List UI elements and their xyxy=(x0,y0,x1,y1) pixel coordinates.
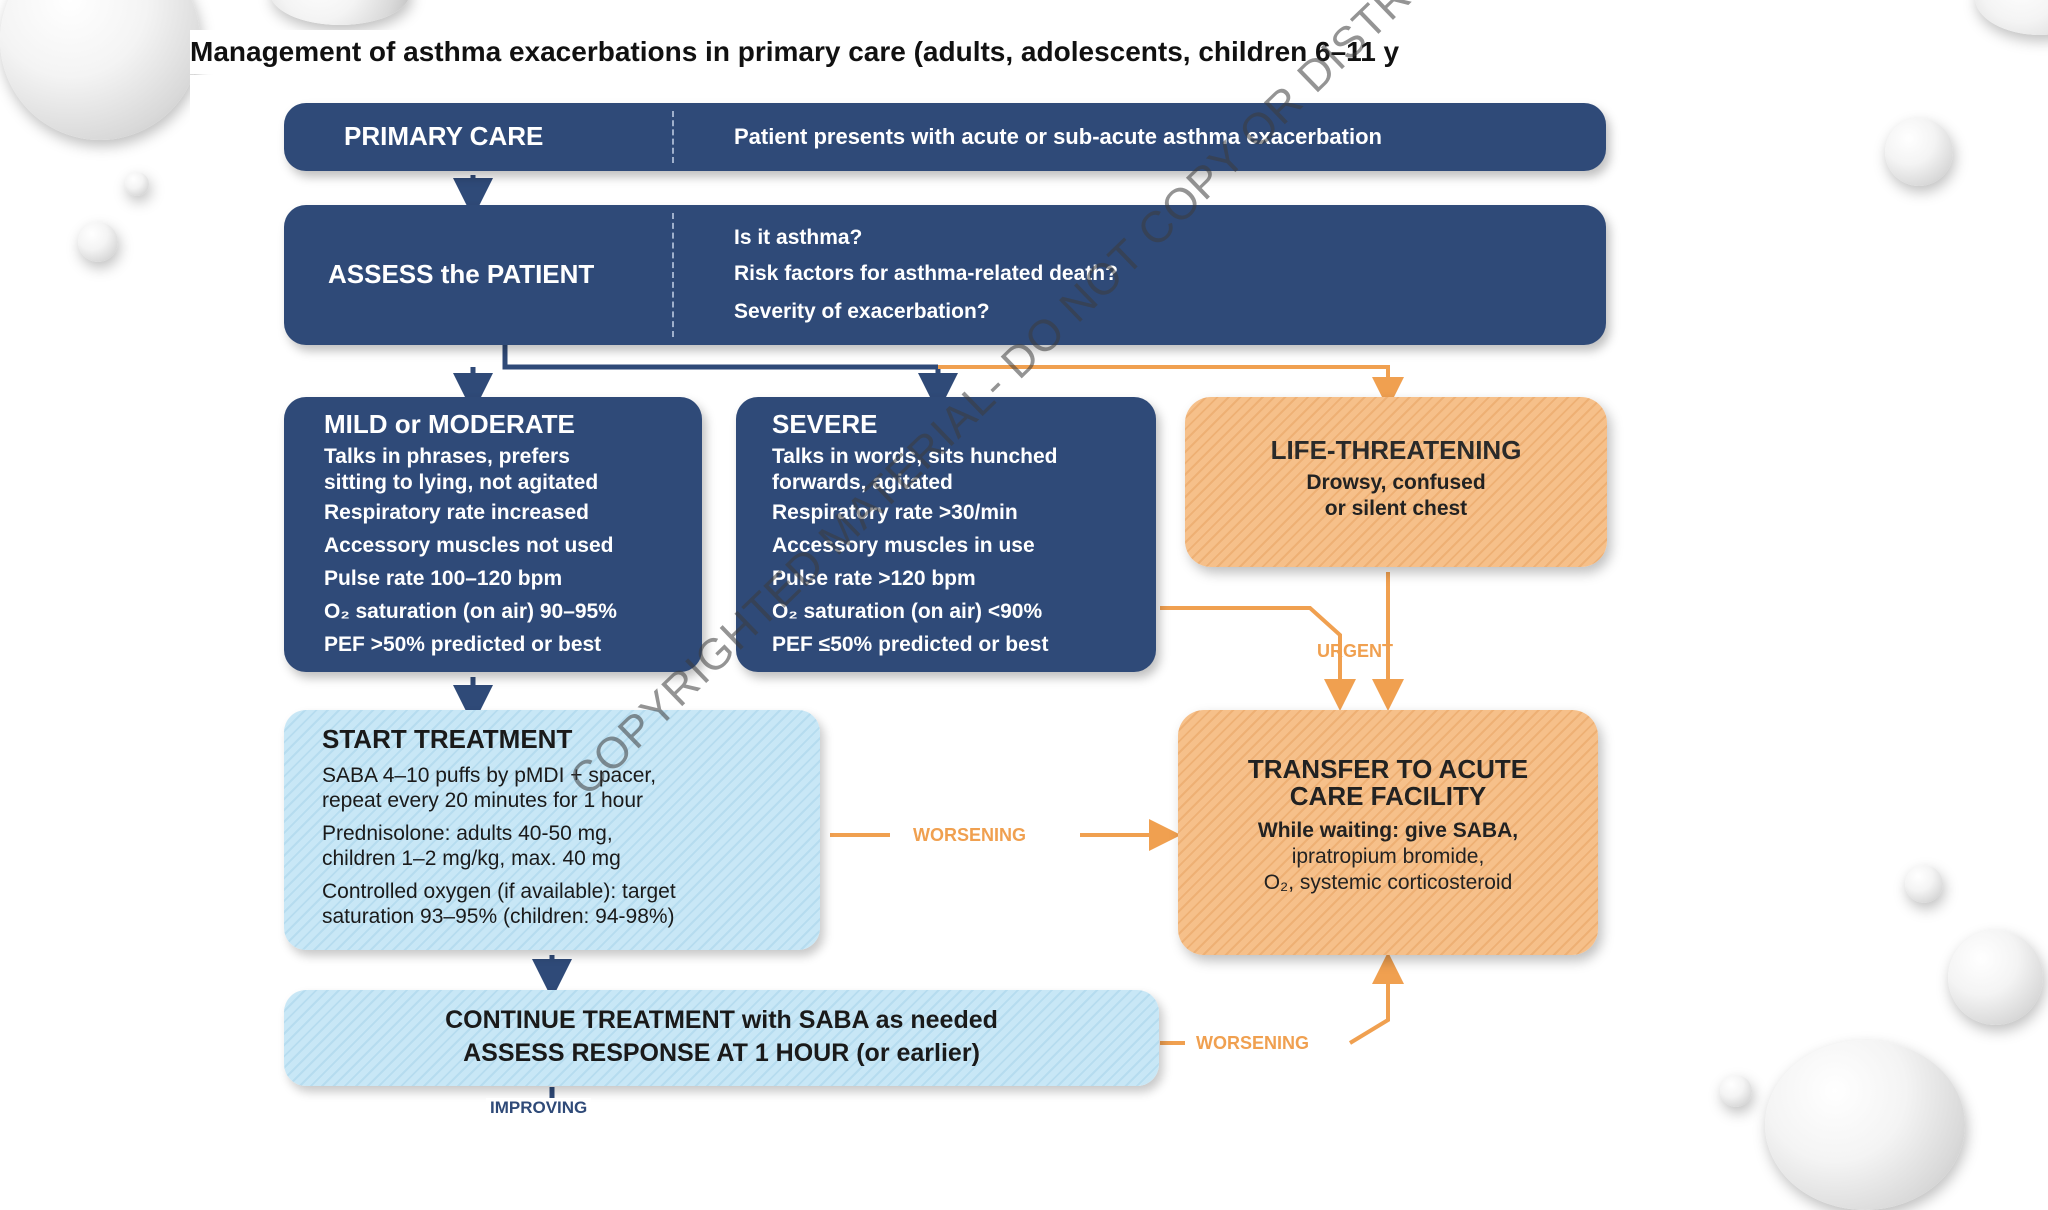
water-drop-decoration xyxy=(1905,865,1943,903)
assess-question: Risk factors for asthma-related death? xyxy=(734,262,1118,285)
assess-box: ASSESS the PATIENT Is it asthma? Risk fa… xyxy=(284,205,1606,345)
severe-line: Talks in words, sits hunched xyxy=(772,445,1058,468)
severe-line: PEF ≤50% predicted or best xyxy=(772,633,1049,656)
primary-care-divider xyxy=(672,111,674,163)
transfer-line: O₂, systemic corticosteroid xyxy=(1263,871,1513,894)
start-line: Prednisolone: adults 40-50 mg, xyxy=(322,822,613,845)
water-drop-decoration xyxy=(0,0,200,140)
continue-line: CONTINUE TREATMENT with SABA as needed xyxy=(445,1006,998,1034)
water-drop-decoration xyxy=(1975,0,2048,35)
continue-line: ASSESS RESPONSE AT 1 HOUR (or earlier) xyxy=(463,1039,980,1067)
start-line: repeat every 20 minutes for 1 hour xyxy=(322,789,644,812)
severe-line: Accessory muscles in use xyxy=(772,534,1035,557)
mild-line: Accessory muscles not used xyxy=(324,534,614,557)
water-drop-decoration xyxy=(1885,118,1953,186)
assess-question: Severity of exacerbation? xyxy=(734,300,990,323)
life-threatening-title: LIFE-THREATENING xyxy=(1270,435,1522,465)
arrow-continue-worsening-b xyxy=(1348,952,1404,1045)
worsening-label: WORSENING xyxy=(1196,1033,1310,1053)
severe-line: O₂ saturation (on air) <90% xyxy=(772,600,1043,623)
mild-line: Talks in phrases, prefers xyxy=(324,445,570,468)
continue-treatment-box: CONTINUE TREATMENT with SABA as needed A… xyxy=(284,990,1159,1086)
transfer-title: TRANSFER TO ACUTE xyxy=(1247,754,1529,784)
mild-moderate-title: MILD or MODERATE xyxy=(324,409,575,439)
transfer-line: ipratropium bromide, xyxy=(1291,845,1485,868)
start-treatment-box: START TREATMENT SABA 4–10 puffs by pMDI … xyxy=(284,710,820,950)
mild-moderate-box: MILD or MODERATE Talks in phrases, prefe… xyxy=(284,397,702,672)
assess-divider xyxy=(672,213,674,337)
water-drop-decoration xyxy=(1765,1040,1965,1210)
arrow-to-life-threatening xyxy=(938,365,1404,409)
mild-line: Respiratory rate increased xyxy=(324,501,589,524)
water-drop-decoration xyxy=(1720,1075,1752,1107)
assess-label: ASSESS the PATIENT xyxy=(328,259,595,289)
flowchart: PRIMARY CARE Patient presents with acute… xyxy=(190,75,1670,1135)
life-threatening-box: LIFE-THREATENING Drowsy, confused or sil… xyxy=(1185,397,1607,567)
urgent-label: URGENT xyxy=(1317,641,1393,661)
start-line: SABA 4–10 puffs by pMDI + spacer, xyxy=(322,764,657,787)
primary-care-box: PRIMARY CARE Patient presents with acute… xyxy=(284,103,1606,171)
severe-title: SEVERE xyxy=(772,409,878,439)
severe-line: Respiratory rate >30/min xyxy=(772,501,1018,524)
worsening-label: WORSENING xyxy=(913,825,1027,845)
transfer-line: While waiting: give SABA, xyxy=(1257,819,1519,842)
severe-line: forwards, agitated xyxy=(772,471,953,494)
water-drop-decoration xyxy=(125,172,149,196)
primary-care-text: Patient presents with acute or sub-acute… xyxy=(734,124,1382,149)
start-line: saturation 93–95% (children: 94-98%) xyxy=(322,905,675,928)
improving-label: IMPROVING xyxy=(486,1098,592,1118)
life-line: or silent chest xyxy=(1324,497,1468,520)
slide-title: Management of asthma exacerbations in pr… xyxy=(190,30,1670,74)
start-line: Controlled oxygen (if available): target xyxy=(322,880,676,903)
mild-line: sitting to lying, not agitated xyxy=(324,471,599,494)
mild-line: Pulse rate 100–120 bpm xyxy=(324,567,563,590)
transfer-box: TRANSFER TO ACUTE CARE FACILITY While wa… xyxy=(1178,710,1598,955)
mild-line: O₂ saturation (on air) 90–95% xyxy=(324,600,617,623)
transfer-title: CARE FACILITY xyxy=(1289,781,1487,811)
severe-box: SEVERE Talks in words, sits hunched forw… xyxy=(736,397,1156,672)
assess-question: Is it asthma? xyxy=(734,226,863,249)
arrow-severe-urgent xyxy=(1160,606,1356,711)
water-drop-decoration xyxy=(1948,930,2043,1025)
start-treatment-title: START TREATMENT xyxy=(322,724,573,754)
primary-care-label: PRIMARY CARE xyxy=(344,121,544,151)
life-line: Drowsy, confused xyxy=(1306,471,1486,494)
mild-line: PEF >50% predicted or best xyxy=(324,633,602,656)
water-drop-decoration xyxy=(78,222,118,262)
water-drop-decoration xyxy=(270,0,410,25)
severe-line: Pulse rate >120 bpm xyxy=(772,567,976,590)
start-line: children 1–2 mg/kg, max. 40 mg xyxy=(322,847,621,870)
